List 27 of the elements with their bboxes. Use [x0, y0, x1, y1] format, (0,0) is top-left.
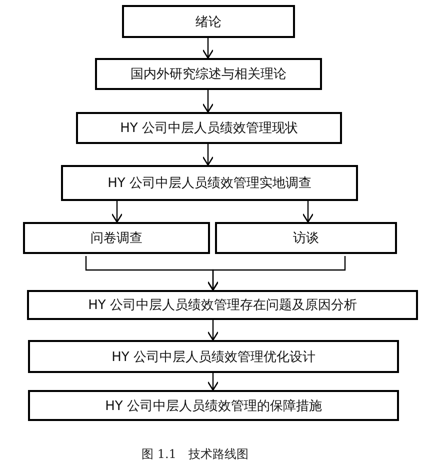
process-box — [95, 58, 322, 90]
box-label: HY 公司中层人员绩效管理实地调查 — [108, 175, 312, 192]
process-box — [23, 222, 210, 254]
process-box — [215, 222, 397, 254]
process-box — [122, 5, 295, 38]
box-label: 问卷调查 — [90, 230, 142, 247]
box-label: 国内外研究综述与相关理论 — [130, 66, 286, 83]
arrow — [207, 256, 346, 291]
arrow — [111, 201, 123, 223]
arrow — [302, 201, 314, 223]
process-box — [28, 340, 399, 373]
process-box — [61, 165, 358, 201]
arrow — [207, 320, 219, 341]
figure-caption: 图 1.1 技术路线图 — [140, 446, 250, 463]
arrow — [202, 38, 214, 59]
box-label: 访谈 — [293, 230, 319, 247]
process-box — [76, 112, 342, 144]
box-label: HY 公司中层人员绩效管理存在问题及原因分析 — [88, 297, 357, 314]
arrow — [202, 90, 214, 113]
box-label: 绪论 — [196, 14, 222, 30]
box-label: HY 公司中层人员绩效管理优化设计 — [112, 348, 316, 366]
process-box — [28, 390, 399, 421]
arrow — [207, 373, 219, 391]
box-label: HY 公司中层人员绩效管理的保障措施 — [105, 398, 322, 414]
box-label: HY 公司中层人员绩效管理现状 — [120, 120, 298, 137]
arrow — [202, 144, 214, 166]
process-box — [27, 290, 418, 320]
